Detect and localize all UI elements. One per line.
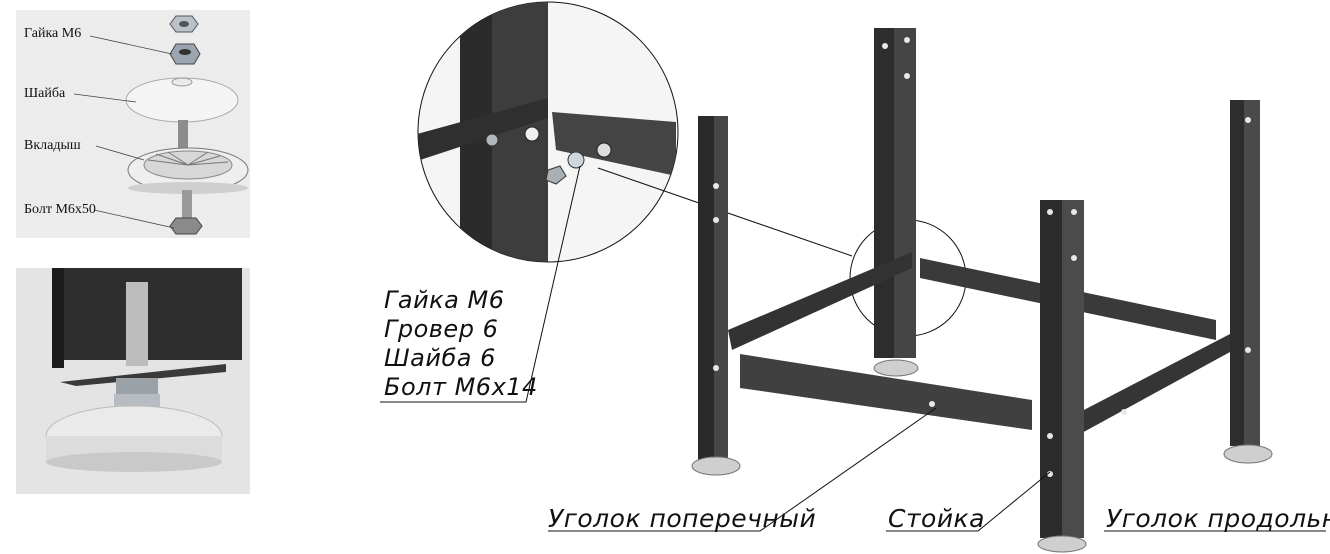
detail-post-right — [492, 2, 548, 262]
exploded-leader-lines — [73, 35, 175, 229]
frame-leader-lines — [548, 407, 1326, 532]
post-holes — [713, 37, 1251, 477]
lock-nut — [116, 378, 158, 394]
fastener-grover: Гровер 6 — [384, 315, 499, 343]
angle-cross-front — [740, 354, 1032, 430]
bolt-shaft — [182, 190, 192, 218]
detail-hole — [524, 126, 540, 142]
label-post: Стойка — [888, 504, 985, 533]
nut-label: Гайка М6 — [24, 26, 82, 41]
frame-angles — [728, 252, 1230, 434]
foot-back-right — [1223, 444, 1273, 464]
foot-assembled-drawing — [45, 268, 242, 472]
detail-angle-left — [418, 98, 548, 160]
detail-washer — [567, 151, 585, 169]
insert-rim — [128, 182, 248, 194]
insert-label: Вкладыш — [24, 138, 81, 153]
post-front-right-b — [1062, 200, 1084, 538]
detail-angle-right — [552, 112, 676, 176]
foot-front-right — [1037, 535, 1087, 553]
foot-back-left — [873, 359, 919, 377]
leader-post — [886, 471, 1051, 532]
detail-bolt-head — [485, 133, 499, 147]
washer-top — [171, 77, 193, 87]
detail-nut — [545, 165, 567, 185]
post-front-left-b — [714, 116, 728, 460]
angle-left-side — [728, 252, 912, 350]
foot-exploded-view: Гайка М6 Шайба Вкладыш Болт М6х50 — [16, 10, 250, 238]
post-front-left-a — [698, 116, 714, 460]
foot-assembled-view — [16, 268, 250, 494]
nut-lower — [114, 394, 160, 408]
frame-front-posts — [698, 37, 1251, 538]
frame-feet — [691, 359, 1273, 553]
leader-cross-angle — [548, 407, 937, 532]
post-back-right-a — [1230, 100, 1244, 446]
insert-spokes — [147, 151, 229, 166]
fastener-washer: Шайба 6 — [384, 344, 496, 372]
bolt-head — [169, 217, 203, 235]
fastener-bolt: Болт М6х14 — [384, 373, 538, 401]
label-long-angle: Уголок продольный — [1106, 504, 1330, 533]
foot-front-left — [691, 456, 741, 476]
detail-zoom — [417, 1, 679, 263]
angle-long-right — [1080, 334, 1230, 434]
fastener-nut: Гайка М6 — [384, 286, 505, 314]
label-cross-angle: Уголок поперечный — [548, 504, 817, 533]
post-back-left-b — [894, 28, 916, 358]
angle-bottom — [60, 364, 226, 386]
nut-bottom-hole — [179, 49, 191, 55]
post-front-right-a — [1040, 200, 1062, 538]
bolt-rod — [126, 282, 148, 366]
post-back-right-b — [1244, 100, 1260, 446]
bolt-shaft-upper — [178, 120, 188, 160]
washer-label: Шайба — [24, 86, 66, 101]
detail-hole-2 — [596, 142, 612, 158]
post-edge — [52, 268, 64, 368]
fastener-list: Гайка М6 Гровер 6 Шайба 6 Болт М6х14 — [384, 286, 538, 402]
nut-top-hole — [179, 21, 189, 27]
fastener-leader — [380, 165, 581, 403]
bolt-label: Болт М6х50 — [24, 202, 96, 217]
post-back-left-a — [874, 28, 894, 358]
foot-pad-base — [46, 452, 222, 472]
foot-exploded-drawing — [73, 15, 249, 235]
